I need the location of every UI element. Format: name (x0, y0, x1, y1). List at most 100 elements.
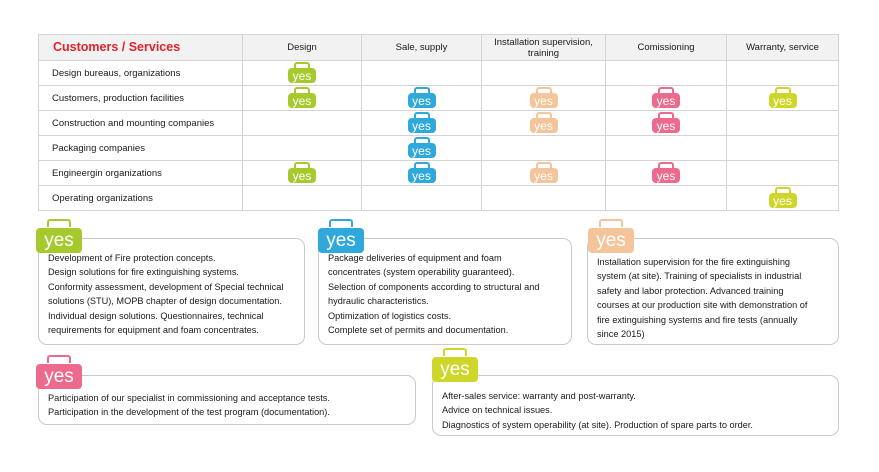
cell-sale-supply (361, 185, 482, 211)
service-card-warranty-service: After-sales service: warranty and post-w… (432, 375, 839, 436)
table-row: Design bureaus, organizations yes (38, 60, 839, 86)
cell-installation (481, 60, 606, 86)
card-text-line: Installation supervision for the fire ex… (597, 257, 791, 267)
badge-label: yes (412, 93, 431, 108)
cell-commissioning: yes (605, 110, 727, 136)
cell-warranty (726, 60, 839, 86)
yes-badge-icon: yes (407, 136, 436, 158)
badge-handle (47, 355, 71, 363)
badge-handle (774, 186, 791, 193)
card-text-line: Complete set of permits and documentatio… (328, 325, 509, 336)
yes-badge-icon: yes (652, 111, 680, 133)
yes-badge-icon: yes (318, 219, 364, 253)
column-header-commissioning: Comissioning (605, 34, 727, 61)
column-header-warranty-service: Warranty, service (726, 34, 839, 61)
yes-badge-icon: yes (768, 86, 797, 108)
cell-sale-supply (361, 60, 482, 86)
table-row: Operating organizations yes (38, 185, 839, 211)
cell-installation: yes (481, 110, 606, 136)
yes-badge-icon: yes (407, 86, 436, 108)
card-text-line: Participation in the development of the … (48, 407, 330, 418)
table-row: Engineergin organizations yes yes yes yes (38, 160, 839, 186)
yes-badge-icon: yes (407, 111, 436, 133)
cell-sale-supply: yes (361, 135, 482, 161)
service-card-design: Development of Fire protection concepts.… (38, 238, 305, 345)
badge-label: yes (656, 168, 676, 183)
badge-handle (535, 86, 552, 93)
badge-label: yes (773, 93, 792, 108)
yes-badge-icon: yes (288, 161, 316, 183)
card-text-line: Development of Fire protection concepts. (48, 253, 216, 263)
yes-badge-icon: yes (652, 86, 680, 108)
badge-handle (294, 86, 310, 93)
cell-installation: yes (481, 160, 606, 186)
card-text-line: Advice on technical issues. (442, 405, 553, 416)
badge-label: yes (440, 359, 470, 380)
cell-design: yes (242, 60, 362, 86)
badge-handle (329, 219, 353, 227)
badge-label: yes (534, 118, 553, 133)
row-label: Packaging companies (38, 135, 243, 161)
cell-design: yes (242, 85, 362, 111)
yes-badge-icon: yes (529, 161, 558, 183)
yes-badge-icon: yes (652, 161, 680, 183)
card-text-line: Participation of our specialist in commi… (48, 393, 330, 403)
row-label: Engineergin organizations (38, 160, 243, 186)
yes-badge-icon: yes (36, 219, 82, 253)
yes-badge-icon: yes (529, 111, 558, 133)
badge-label: yes (326, 230, 356, 251)
column-header-installation-supervision: Installation supervision, training (481, 34, 606, 61)
badge-label: yes (534, 93, 553, 108)
badge-handle (294, 61, 310, 68)
badge-label: yes (292, 68, 312, 83)
badge-label: yes (773, 193, 792, 208)
cell-installation (481, 135, 606, 161)
row-label: Customers, production facilities (38, 85, 243, 111)
yes-badge-icon: yes (768, 186, 797, 208)
badge-handle (443, 348, 467, 356)
card-text-line: fire extinguishing systems and fire test… (597, 314, 798, 325)
row-label: Design bureaus, organizations (38, 60, 243, 86)
cell-warranty: yes (726, 185, 839, 211)
badge-handle (658, 111, 674, 118)
row-label: Operating organizations (38, 185, 243, 211)
cell-commissioning (605, 60, 727, 86)
card-text-line: Diagnostics of system operability (at si… (442, 419, 753, 430)
table-row: Packaging companies yes (38, 135, 839, 161)
card-text-line: Package deliveries of equipment and foam (328, 253, 502, 263)
yes-badge-icon: yes (529, 86, 558, 108)
card-text-line: system (at site). Training of specialist… (597, 271, 802, 282)
column-header-sale-supply: Sale, supply (361, 34, 482, 61)
yes-badge-icon: yes (36, 355, 82, 389)
card-text-line: Individual design solutions. Questionnai… (48, 310, 264, 321)
badge-label: yes (656, 93, 676, 108)
badge-handle (774, 86, 791, 93)
badge-handle (658, 161, 674, 168)
card-text-line: Optimization of logistics costs. (328, 310, 452, 321)
table-corner-title: Customers / Services (38, 34, 243, 61)
cell-warranty: yes (726, 85, 839, 111)
yes-badge-icon: yes (588, 219, 634, 253)
badge-handle (535, 111, 552, 118)
badge-label: yes (656, 118, 676, 133)
badge-label: yes (596, 230, 626, 251)
cell-design (242, 135, 362, 161)
cell-commissioning: yes (605, 85, 727, 111)
badge-handle (599, 219, 623, 227)
badge-label: yes (412, 143, 431, 158)
cell-warranty (726, 135, 839, 161)
cell-design: yes (242, 160, 362, 186)
yes-badge-icon: yes (288, 86, 316, 108)
cell-sale-supply: yes (361, 110, 482, 136)
card-text-line: since 2015) (597, 329, 645, 340)
cell-installation: yes (481, 85, 606, 111)
service-card-installation-supervision: Installation supervision for the fire ex… (587, 238, 839, 345)
yes-badge-icon: yes (432, 348, 478, 382)
badge-handle (413, 111, 430, 118)
badge-label: yes (412, 168, 431, 183)
cell-design (242, 110, 362, 136)
cell-sale-supply: yes (361, 160, 482, 186)
yes-badge-icon: yes (407, 161, 436, 183)
